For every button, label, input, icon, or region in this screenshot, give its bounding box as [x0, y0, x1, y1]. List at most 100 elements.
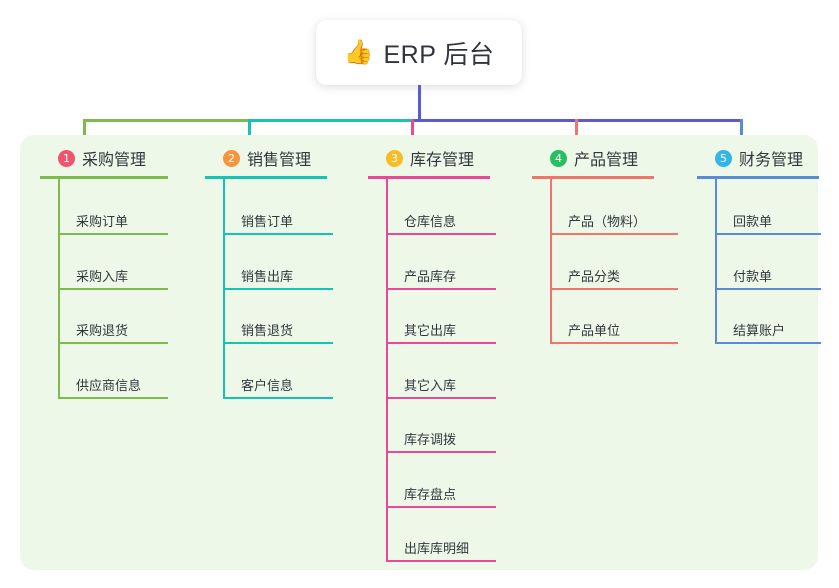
- column-spine: [223, 176, 225, 399]
- leaf-item[interactable]: 采购入库: [58, 260, 168, 290]
- leaf-item-underline: [550, 233, 678, 235]
- leaf-item-label: 产品库存: [404, 268, 457, 284]
- leaf-item-label: 付款单: [733, 268, 773, 284]
- leaf-item-underline: [58, 396, 168, 399]
- leaf-item[interactable]: 产品分类: [550, 260, 678, 290]
- leaf-item[interactable]: 产品（物料）: [550, 205, 678, 235]
- trunk-line: [418, 85, 421, 122]
- column-badge-number: 5: [715, 149, 732, 167]
- leaf-item-label: 产品单位: [568, 323, 621, 338]
- connector-bar-segment: [575, 119, 743, 122]
- column-header-underline: [532, 176, 654, 179]
- leaf-item-label: 库存盘点: [404, 486, 457, 502]
- leaf-item[interactable]: 仓库信息: [386, 205, 496, 235]
- branch-drop-line: [411, 119, 414, 147]
- column-badge-number: 2: [223, 149, 240, 167]
- leaf-item[interactable]: 付款单: [715, 260, 821, 290]
- leaf-item-label: 产品分类: [568, 268, 621, 284]
- connector-bar-segment: [83, 119, 251, 122]
- branch-drop-line: [248, 119, 251, 147]
- column-spine: [550, 176, 552, 344]
- connector-bar-segment: [248, 119, 414, 122]
- leaf-item-underline: [58, 342, 168, 344]
- leaf-item-underline: [223, 233, 333, 235]
- branch-drop-line: [740, 119, 743, 147]
- leaf-item-underline: [386, 342, 496, 344]
- leaf-item-underline: [386, 560, 496, 562]
- leaf-item-label: 采购入库: [76, 268, 129, 284]
- leaf-item-underline: [223, 396, 333, 399]
- column-badge-number: 3: [386, 149, 403, 167]
- leaf-item-label: 采购退货: [76, 323, 129, 338]
- column-title: 库存管理: [410, 152, 475, 169]
- leaf-item-underline: [715, 287, 821, 290]
- leaf-item-label: 其它入库: [404, 377, 457, 393]
- leaf-item-label: 回款单: [733, 214, 773, 229]
- leaf-item[interactable]: 销售订单: [223, 205, 333, 235]
- leaf-item-underline: [386, 505, 496, 508]
- root-node-card[interactable]: 👍 ERP 后台: [316, 20, 522, 85]
- leaf-item[interactable]: 回款单: [715, 205, 821, 235]
- column-title: 产品管理: [574, 152, 639, 169]
- column-header-underline: [205, 176, 327, 179]
- leaf-item-label: 产品（物料）: [568, 214, 647, 229]
- connector-bar-segment: [411, 119, 578, 122]
- leaf-item[interactable]: 其它出库: [386, 314, 496, 344]
- leaf-item[interactable]: 结算账户: [715, 314, 821, 344]
- leaf-item-underline: [386, 233, 496, 235]
- branch-drop-line: [575, 119, 578, 147]
- leaf-item[interactable]: 供应商信息: [58, 369, 168, 399]
- column-title: 采购管理: [82, 152, 147, 169]
- leaf-item[interactable]: 库存调拨: [386, 423, 496, 453]
- leaf-item-underline: [386, 396, 496, 399]
- column-header-5[interactable]: 5 财务管理: [697, 145, 803, 171]
- thumbs-up-icon: 👍: [343, 38, 374, 66]
- leaf-item[interactable]: 产品库存: [386, 260, 496, 290]
- leaf-item[interactable]: 出库库明细: [386, 532, 496, 562]
- leaf-item-label: 库存调拨: [404, 432, 457, 447]
- column-header-underline: [368, 176, 490, 179]
- column-header-4[interactable]: 4 产品管理: [532, 145, 638, 171]
- column-badge-number: 4: [550, 149, 567, 167]
- leaf-item-label: 销售出库: [241, 268, 294, 284]
- leaf-item[interactable]: 产品单位: [550, 314, 678, 344]
- leaf-item-label: 销售退货: [241, 323, 294, 338]
- leaf-item[interactable]: 采购退货: [58, 314, 168, 344]
- leaf-item-label: 结算账户: [733, 323, 786, 338]
- leaf-item[interactable]: 采购订单: [58, 205, 168, 235]
- column-title: 财务管理: [739, 152, 804, 169]
- leaf-item-label: 客户信息: [241, 377, 294, 393]
- column-header-2[interactable]: 2 销售管理: [205, 145, 311, 171]
- leaf-item-underline: [223, 287, 333, 290]
- leaf-item-underline: [223, 342, 333, 344]
- leaf-item[interactable]: 客户信息: [223, 369, 333, 399]
- leaf-item-label: 出库库明细: [404, 541, 470, 556]
- leaf-item-label: 仓库信息: [404, 214, 457, 229]
- column-spine: [58, 176, 60, 399]
- leaf-item[interactable]: 其它入库: [386, 369, 496, 399]
- leaf-item[interactable]: 库存盘点: [386, 478, 496, 508]
- column-header-3[interactable]: 3 库存管理: [368, 145, 474, 171]
- leaf-item-underline: [58, 233, 168, 235]
- leaf-item-label: 供应商信息: [76, 377, 142, 393]
- root-title: ERP 后台: [383, 40, 495, 69]
- leaf-item-underline: [386, 287, 496, 290]
- leaf-item-underline: [550, 342, 678, 344]
- leaf-item-underline: [715, 233, 821, 235]
- column-spine: [715, 176, 717, 344]
- leaf-item-underline: [715, 342, 821, 344]
- leaf-item-underline: [58, 287, 168, 290]
- leaf-item-underline: [386, 451, 496, 453]
- column-header-underline: [697, 176, 819, 179]
- column-spine: [386, 176, 388, 562]
- leaf-item-label: 其它出库: [404, 323, 457, 338]
- column-title: 销售管理: [247, 152, 312, 169]
- leaf-item-label: 销售订单: [241, 214, 294, 229]
- leaf-item[interactable]: 销售退货: [223, 314, 333, 344]
- leaf-item[interactable]: 销售出库: [223, 260, 333, 290]
- leaf-item-label: 采购订单: [76, 214, 129, 229]
- column-header-underline: [40, 176, 168, 179]
- leaf-item-underline: [550, 287, 678, 290]
